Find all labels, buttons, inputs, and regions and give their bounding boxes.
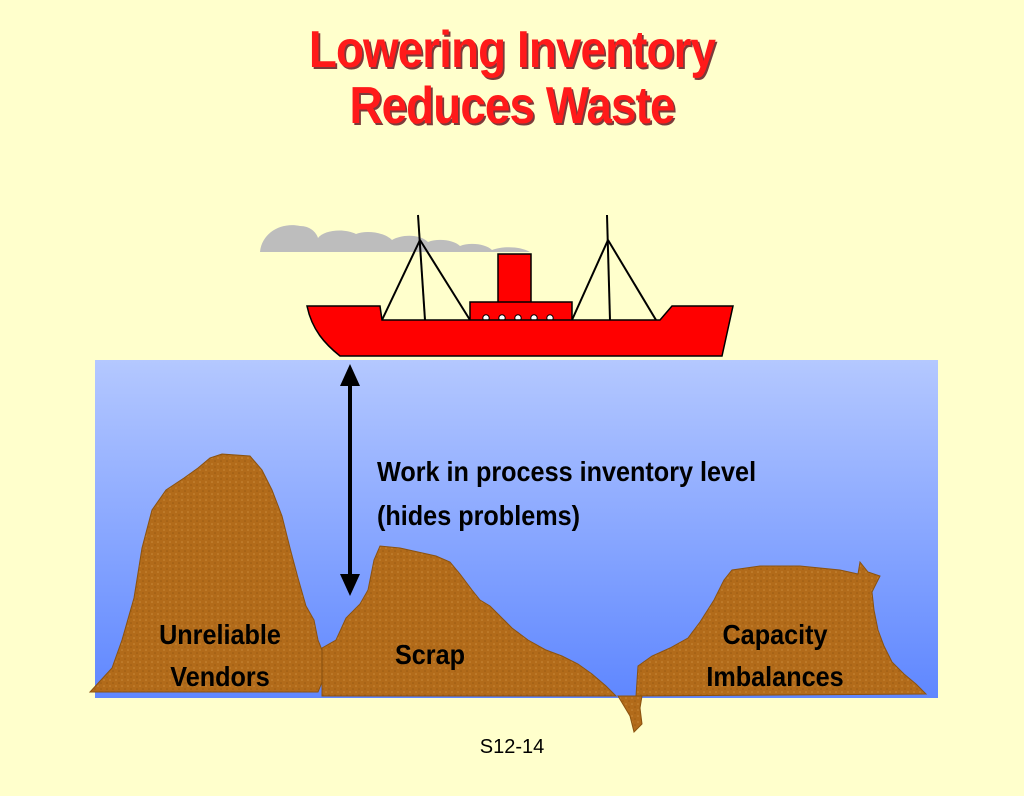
inventory-level-arrow	[340, 364, 360, 596]
rock-label-line-1: Capacity	[722, 619, 828, 650]
rock-label-line-1: Scrap	[394, 639, 466, 670]
rock-scrap	[321, 545, 618, 697]
rock-submerged-tip	[617, 695, 643, 733]
rock-label-capacity-imbalances: Capacity Imbalances	[699, 614, 852, 698]
slide-title: Lowering Inventory Reduces Waste	[61, 22, 962, 134]
rock-label-line-2: Imbalances	[706, 661, 844, 692]
rock-label-line-1: Unreliable	[159, 619, 281, 650]
title-line-1: Lowering Inventory	[308, 21, 716, 79]
title-line-2: Reduces Waste	[349, 77, 675, 135]
wip-annotation-line-1: Work in process inventory level	[377, 456, 757, 487]
slide-number: S12-14	[479, 736, 545, 758]
rock-capacity-imbalances	[635, 560, 928, 697]
rock-label-unreliable-vendors: Unreliable Vendors	[148, 614, 292, 698]
wip-annotation: Work in process inventory level (hides p…	[377, 450, 756, 538]
smoke-cloud	[260, 225, 530, 252]
rock-label-scrap: Scrap	[376, 634, 484, 676]
wip-annotation-line-2: (hides problems)	[377, 500, 581, 531]
rock-label-line-2: Vendors	[170, 661, 270, 692]
rock-unreliable-vendors	[88, 453, 331, 693]
ship	[306, 214, 734, 357]
